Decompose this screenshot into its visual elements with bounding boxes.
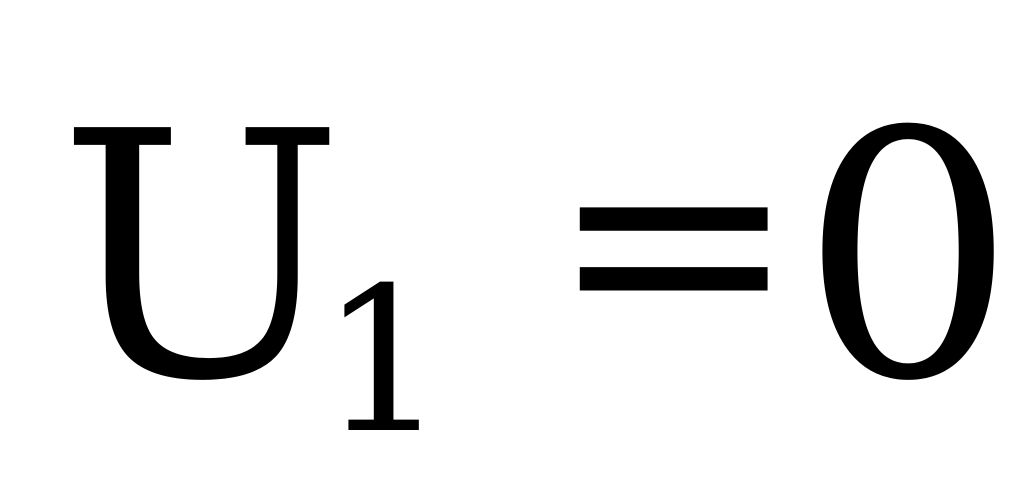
equation-value: 0: [800, 60, 1017, 456]
equation-subscript: 1: [320, 245, 448, 478]
equation-variable: U: [58, 60, 345, 456]
equals-sign: =: [548, 65, 800, 414]
